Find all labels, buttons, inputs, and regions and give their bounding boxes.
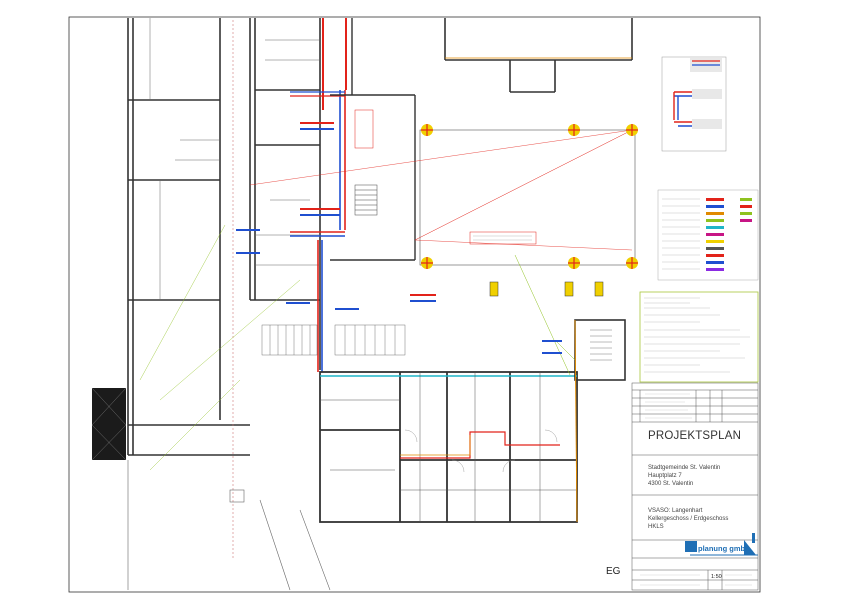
title-block-revision-lines — [640, 393, 752, 586]
stair-block — [92, 388, 126, 460]
red-diagonal — [414, 129, 633, 241]
left-wing-thin-walls — [149, 18, 320, 300]
color-legend — [657, 189, 759, 281]
company-name: planung gmbh — [698, 544, 750, 553]
stairs-middle — [261, 324, 406, 356]
detail-legend-top — [661, 56, 727, 152]
company-logo — [690, 533, 758, 556]
right-stair-steps — [590, 329, 612, 361]
hall-annotation-lines — [473, 235, 532, 241]
hall-outline — [419, 129, 636, 266]
sheet-border — [68, 16, 761, 593]
door-swings — [404, 429, 558, 473]
right-stair — [574, 319, 626, 381]
project-name: VSASO: Langenhart — [648, 508, 703, 514]
red-diagonal-2 — [249, 129, 633, 186]
upper-right-wing — [444, 18, 633, 93]
project-floors: Kellergeschoss / Erdgeschoss — [648, 516, 729, 522]
red-diagonal-3 — [414, 239, 633, 251]
floor-level-label: EG — [606, 566, 621, 577]
plan-scale: 1:50 — [711, 574, 722, 580]
pipe-annotations — [236, 122, 562, 354]
lower-building-walls — [319, 371, 578, 523]
client-city: 4300 St. Valentin — [648, 481, 694, 487]
shaft-annotation-box — [354, 109, 374, 149]
stair-hatch — [91, 387, 127, 461]
shaft-walls — [330, 18, 416, 261]
green-leaders — [139, 224, 301, 471]
green-leader — [514, 254, 571, 376]
plan-title: PROJEKTSPLAN — [648, 430, 742, 442]
orange-facade — [574, 319, 578, 523]
riser-pipes — [290, 18, 347, 372]
title-block-frame — [631, 382, 759, 591]
stair-central — [354, 184, 378, 216]
client-street: Hauptplatz 7 — [648, 473, 682, 479]
project-discipline: HKLS — [648, 524, 664, 530]
hall-annotation-box — [469, 231, 537, 245]
heating-line — [400, 431, 560, 459]
green-leader-2 — [554, 339, 576, 361]
heater-markers — [421, 124, 638, 269]
logo-mark — [685, 541, 697, 552]
client-name: Stadtgemeinde St. Valentin — [648, 465, 721, 471]
outdoor-area — [127, 460, 331, 591]
heating-return — [400, 435, 471, 456]
equipment-units — [489, 281, 604, 297]
notes-box — [639, 291, 759, 383]
lower-thin-walls — [320, 372, 577, 522]
